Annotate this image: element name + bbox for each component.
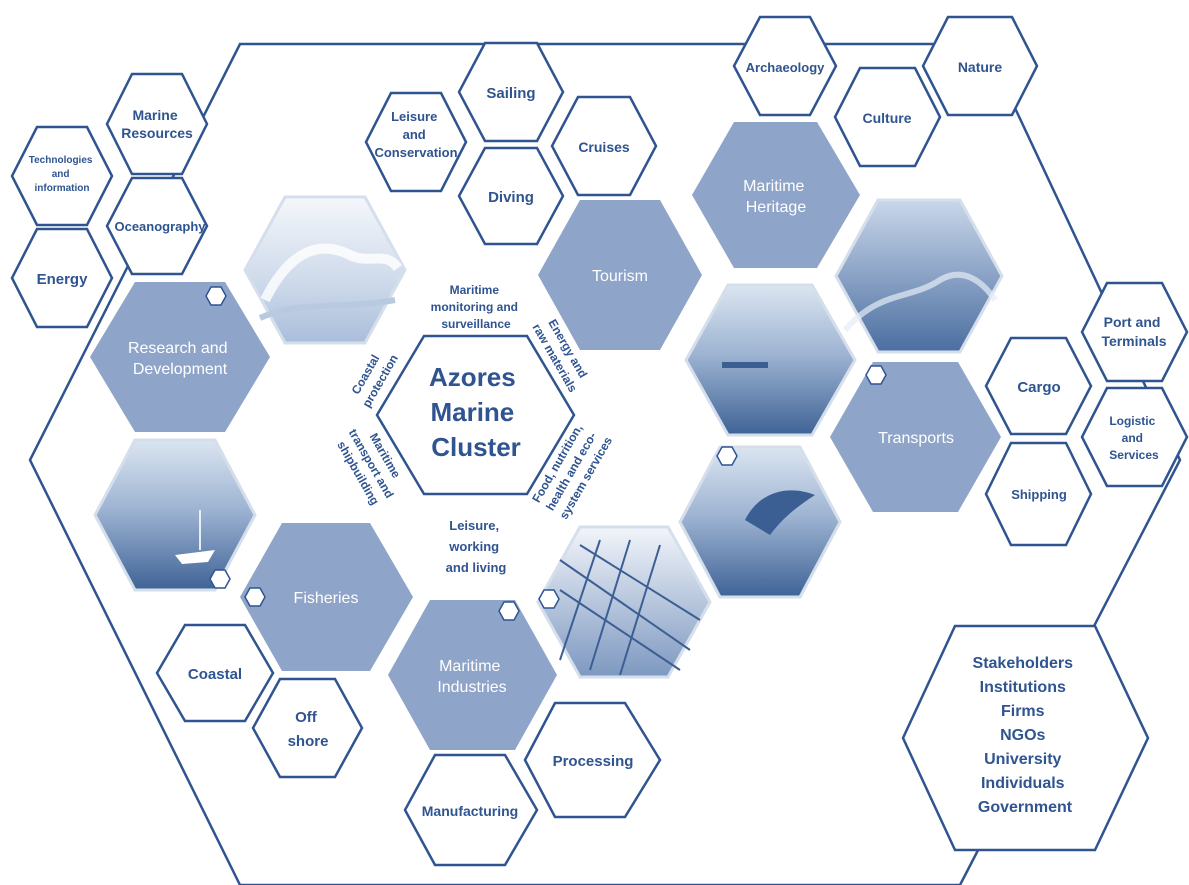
hex-marker bbox=[209, 569, 231, 589]
node-sailing: Sailing bbox=[457, 41, 565, 143]
svg-text:Shipping: Shipping bbox=[1011, 487, 1067, 502]
node-off-shore: Off shore bbox=[251, 677, 364, 779]
hex-marker bbox=[865, 365, 887, 385]
svg-text:Off shore: Off shore bbox=[288, 709, 329, 750]
svg-text:Nature: Nature bbox=[958, 59, 1003, 75]
photo-hex-boat bbox=[93, 438, 257, 592]
sector-fisheries: Fisheries bbox=[240, 523, 413, 671]
svg-text:Archaeology: Archaeology bbox=[746, 60, 826, 75]
svg-text:Diving: Diving bbox=[488, 189, 534, 206]
svg-text:Stakeholders Instituti: Stakeholders Institutions Firms NGOs Uni… bbox=[973, 655, 1078, 816]
svg-text:Leisure and Co: Leisure and Conservation bbox=[374, 109, 457, 160]
center-title: Azores Marine Cluster bbox=[429, 362, 523, 462]
node-nature: Nature bbox=[921, 15, 1039, 117]
label-maritime-monitoring: Maritime monitoring and surveillance bbox=[431, 283, 522, 331]
node-shipping: Shipping bbox=[984, 441, 1093, 547]
sector-fisheries-label: Fisheries bbox=[294, 590, 359, 607]
photo-hex-reef bbox=[834, 198, 1004, 354]
node-culture: Culture bbox=[833, 66, 942, 168]
sector-research-development: Research and Development bbox=[90, 282, 270, 432]
hex-marker bbox=[498, 601, 520, 621]
sector-tourism-label: Tourism bbox=[592, 268, 648, 285]
node-leisure-conservation: Leisure and Conservation bbox=[364, 91, 468, 193]
svg-text:Cruises: Cruises bbox=[578, 139, 630, 155]
svg-text:Marine Resources: Marine Resources bbox=[121, 107, 193, 141]
svg-text:Manufacturing: Manufacturing bbox=[422, 803, 518, 819]
svg-text:Sailing: Sailing bbox=[486, 85, 535, 102]
node-archaeology: Archaeology bbox=[732, 15, 838, 117]
svg-text:Processing: Processing bbox=[553, 753, 634, 770]
sector-tourism: Tourism bbox=[538, 200, 702, 350]
sector-transports-label: Transports bbox=[878, 430, 954, 447]
node-marine-resources: Marine Resources bbox=[105, 72, 209, 176]
sector-industries-label: Maritime Industries bbox=[437, 658, 506, 696]
node-oceanography: Oceanography bbox=[105, 176, 209, 276]
node-manufacturing: Manufacturing bbox=[403, 753, 539, 867]
node-coastal: Coastal bbox=[155, 623, 275, 723]
svg-text:Coastal: Coastal bbox=[188, 666, 242, 683]
hex-marker bbox=[716, 446, 738, 466]
svg-text:Oceanography: Oceanography bbox=[114, 219, 206, 234]
node-logistic-services: Logistic and Services bbox=[1080, 386, 1189, 488]
photo-hex-waves bbox=[243, 195, 407, 345]
node-technologies-information: Technologies and information bbox=[10, 125, 114, 227]
svg-text:Port and Terminals: Port and Terminals bbox=[1101, 314, 1166, 349]
node-processing: Processing bbox=[523, 701, 662, 819]
node-cruises: Cruises bbox=[550, 95, 658, 197]
sector-research-label: Research and Development bbox=[128, 340, 232, 378]
svg-text:Culture: Culture bbox=[863, 110, 912, 126]
label-leisure-working-living: Leisure, working and living bbox=[446, 518, 507, 575]
hex-markers bbox=[205, 286, 887, 621]
svg-text:Logistic and S: Logistic and Services bbox=[1109, 414, 1159, 462]
sector-transports: Transports bbox=[830, 362, 1001, 512]
photo-hex-whale bbox=[678, 445, 842, 599]
svg-text:Technologies and: Technologies and information bbox=[29, 155, 96, 194]
center-hexagon: Azores Marine Cluster bbox=[375, 334, 576, 496]
hex-marker bbox=[244, 587, 266, 607]
svg-text:Energy: Energy bbox=[37, 271, 89, 288]
svg-text:Cargo: Cargo bbox=[1017, 379, 1060, 396]
sector-maritime-industries: Maritime Industries bbox=[388, 600, 557, 750]
photo-hex-net bbox=[536, 525, 712, 679]
hex-marker bbox=[538, 589, 560, 609]
hex-marker bbox=[205, 286, 227, 306]
node-energy: Energy bbox=[10, 227, 114, 329]
node-port-terminals: Port and Terminals bbox=[1080, 281, 1189, 383]
sector-maritime-heritage: Maritime Heritage bbox=[692, 122, 860, 268]
node-stakeholders: Stakeholders Institutions Firms NGOs Uni… bbox=[901, 624, 1150, 852]
photo-hex-ship bbox=[684, 283, 857, 437]
node-cargo: Cargo bbox=[984, 336, 1093, 436]
node-diving: Diving bbox=[457, 146, 565, 246]
sector-heritage-label: Maritime Heritage bbox=[743, 178, 809, 216]
